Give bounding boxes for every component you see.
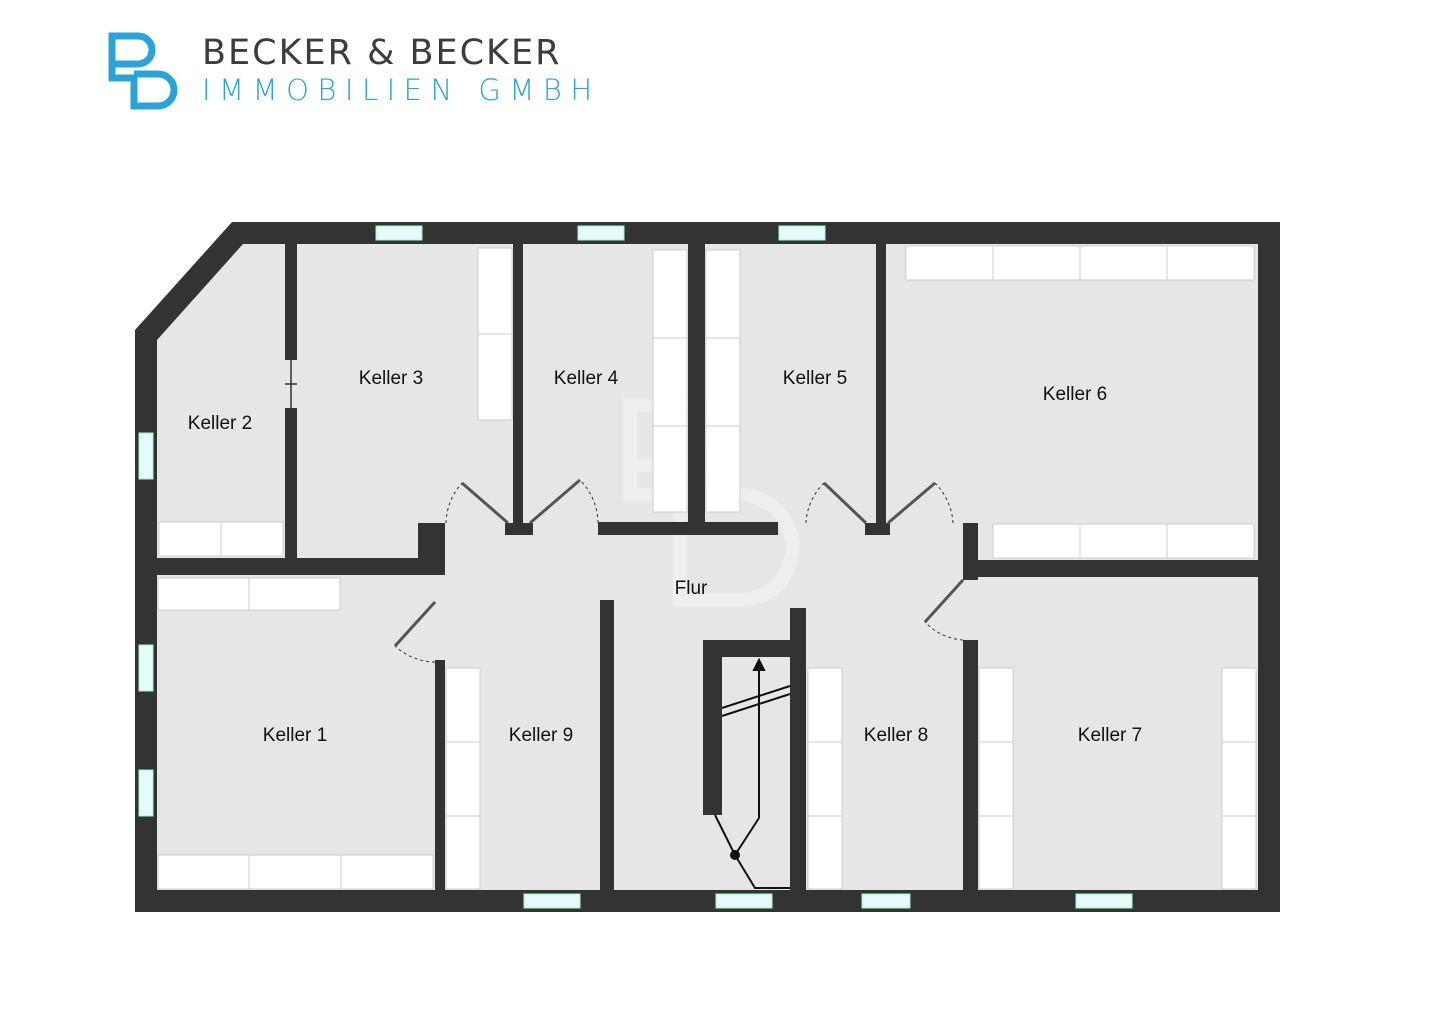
doors (393, 478, 965, 663)
logo-line-2: IMMOBILIEN GMBH (202, 73, 601, 107)
room-label-keller-6: Keller 6 (1043, 384, 1107, 405)
company-logo: BECKER & BECKER IMMOBILIEN GMBH (108, 32, 601, 110)
interior-walls (157, 244, 1258, 890)
room-label-keller-4: Keller 4 (554, 368, 619, 389)
room-label-keller-2: Keller 2 (188, 413, 252, 434)
staircase (714, 657, 791, 889)
shelves (157, 245, 1257, 890)
room-label-keller-9: Keller 9 (509, 725, 573, 746)
logo-line-1: BECKER & BECKER (202, 33, 562, 73)
room-label-keller-5: Keller 5 (783, 368, 847, 389)
room-label-keller-8: Keller 8 (864, 725, 928, 746)
room-label-keller-3: Keller 3 (359, 368, 423, 389)
room-label-keller-1: Keller 1 (263, 725, 327, 746)
windows (138, 225, 1133, 909)
room-label-flur: Flur (675, 578, 708, 599)
bb-logo-mark-icon (108, 32, 178, 110)
room-label-keller-7: Keller 7 (1078, 725, 1142, 746)
